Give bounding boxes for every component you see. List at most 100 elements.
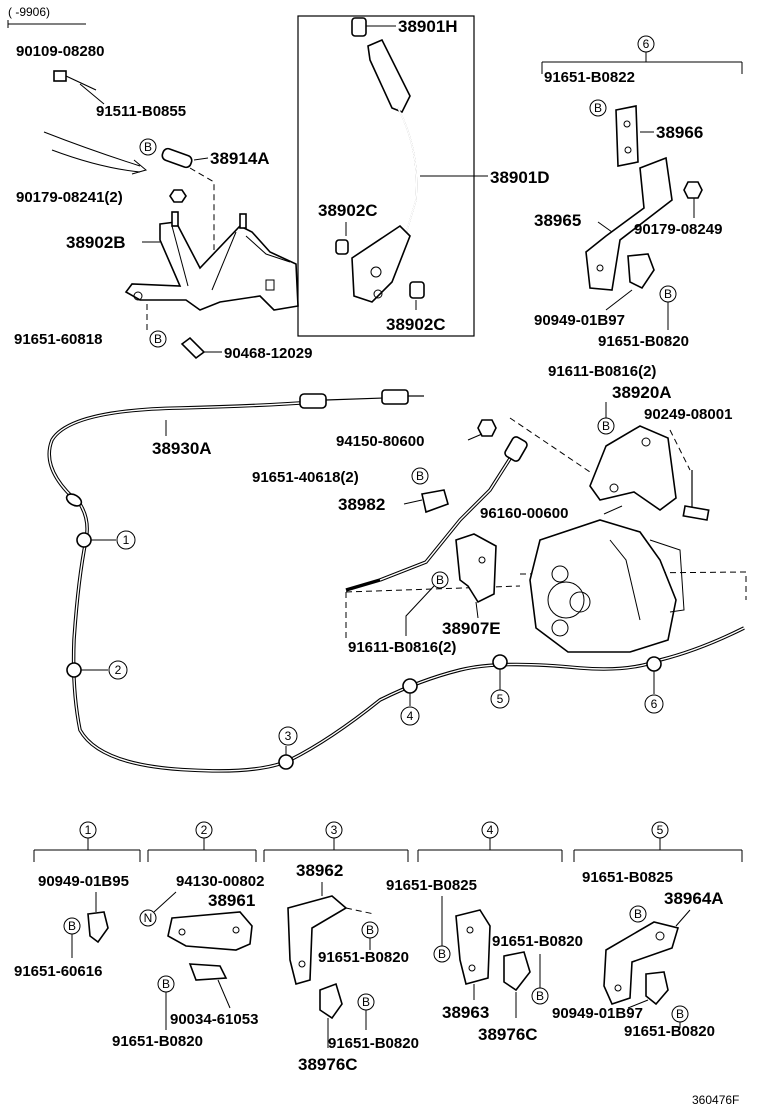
svg-text:B: B [536,989,544,1003]
callout-2: 2 [195,821,213,839]
svg-text:B: B [436,573,444,587]
label-38930A: 38930A [152,439,212,458]
b-mark: B [357,993,375,1011]
header-note: ( -9906) [8,5,50,19]
label-91651-B0820-d2: 91651-B0820 [112,1033,203,1050]
clamp-icon [503,951,531,992]
svg-text:B: B [144,140,152,154]
callout-6-lower: 6 [644,694,664,714]
b-mark: B [157,975,175,993]
svg-text:B: B [366,923,374,937]
label-91611-B0816-lower: 91611-B0816(2) [348,639,456,656]
bolt-icon [53,70,97,91]
bushing-icon [409,281,425,299]
label-38901H: 38901H [398,17,458,36]
label-91651-B0825-d4: 91651-B0825 [386,877,477,894]
detail-brackets: 1 2 3 4 5 90949-01B95 B [14,821,743,1107]
detail-6-assembly: 6 91651-B0822 B 38966 38965 90179-08249 [534,35,743,350]
label-96160-00600: 96160-00600 [480,505,568,522]
label-38982: 38982 [338,495,385,514]
bracket-38961-icon [167,911,253,951]
svg-text:B: B [362,995,370,1009]
nut-icon [477,419,497,437]
label-91651-B0822: 91651-B0822 [544,69,635,86]
b-mark: B [597,417,615,435]
label-90179-08241: 90179-08241(2) [16,189,123,206]
clamp-icon [627,253,655,290]
svg-text:6: 6 [643,37,650,51]
b-mark: B [531,987,549,1005]
svg-text:1: 1 [85,823,92,837]
bracket-38964A-icon [603,921,680,1005]
label-38963: 38963 [442,1003,489,1022]
b-mark: B [629,905,647,923]
b-mark: B [63,917,81,935]
svg-text:1: 1 [123,533,130,547]
bracket-38962-icon [287,895,348,985]
lever-knob-icon [351,17,367,37]
label-91651-B0820-d3a: 91651-B0820 [318,949,409,966]
label-91511-B0855: 91511-B0855 [96,103,186,120]
b-mark: B [589,99,607,117]
clip-icon [180,336,206,360]
b-mark: B [149,330,167,348]
callout-1: 1 [79,821,97,839]
label-91651-B0825-d5: 91651-B0825 [582,869,673,886]
bracket-38907E-icon [455,533,497,604]
label-38961: 38961 [208,891,255,910]
svg-text:N: N [144,911,153,925]
svg-text:B: B [416,469,424,483]
svg-text:5: 5 [497,692,504,706]
b-mark: B [671,1005,689,1023]
svg-text:B: B [154,332,162,346]
svg-text:6: 6 [651,697,658,711]
label-38901D: 38901D [490,168,550,187]
label-38907E: 38907E [442,619,501,638]
cable-end-icon [299,389,424,409]
label-90468-12029: 90468-12029 [224,345,312,362]
label-90949-01B97-d5: 90949-01B97 [552,1005,643,1022]
svg-text:B: B [634,907,642,921]
bolt-icon [682,470,710,521]
svg-text:B: B [438,947,446,961]
label-38964A: 38964A [664,889,724,908]
svg-text:2: 2 [115,663,122,677]
label-91651-B0820-d5: 91651-B0820 [624,1023,715,1040]
svg-text:3: 3 [285,729,292,743]
b-mark: B [433,945,451,963]
label-90949-01B97: 90949-01B97 [534,312,625,329]
svg-text:B: B [602,419,610,433]
clamp-icon [421,489,449,514]
svg-text:4: 4 [407,709,414,723]
label-38962: 38962 [296,861,343,880]
bracket-38965-icon [585,156,673,291]
label-38902B: 38902B [66,233,126,252]
clamp-icon [87,911,109,944]
b-mark: B [411,467,429,485]
b-mark: B [431,571,449,589]
label-90109-08280: 90109-08280 [16,43,104,60]
callout-6: 6 [637,35,655,53]
n-mark: N [139,909,157,927]
pin-icon [161,147,193,169]
transmission-icon [529,519,685,653]
parking-lever-box: 38901H 38901D 38902C 38902C [297,15,550,337]
label-91611-B0816-upper: 91611-B0816(2) [548,363,656,380]
label-94150-80600: 94150-80600 [336,433,424,450]
callout-2: 2 [108,660,128,680]
clamp-icon [188,963,228,981]
label-38902C-upper: 38902C [318,201,378,220]
clamp-icon [645,971,669,1006]
figure-id: 360476F [692,1093,739,1107]
bushing-icon [335,239,349,255]
callout-5: 5 [490,689,510,709]
svg-text:B: B [162,977,170,991]
label-90949-01B95: 90949-01B95 [38,873,129,890]
callout-5: 5 [651,821,669,839]
label-38902C-lower: 38902C [386,315,446,334]
label-90179-08249: 90179-08249 [634,221,722,238]
svg-text:2: 2 [201,823,208,837]
label-38965: 38965 [534,211,581,230]
